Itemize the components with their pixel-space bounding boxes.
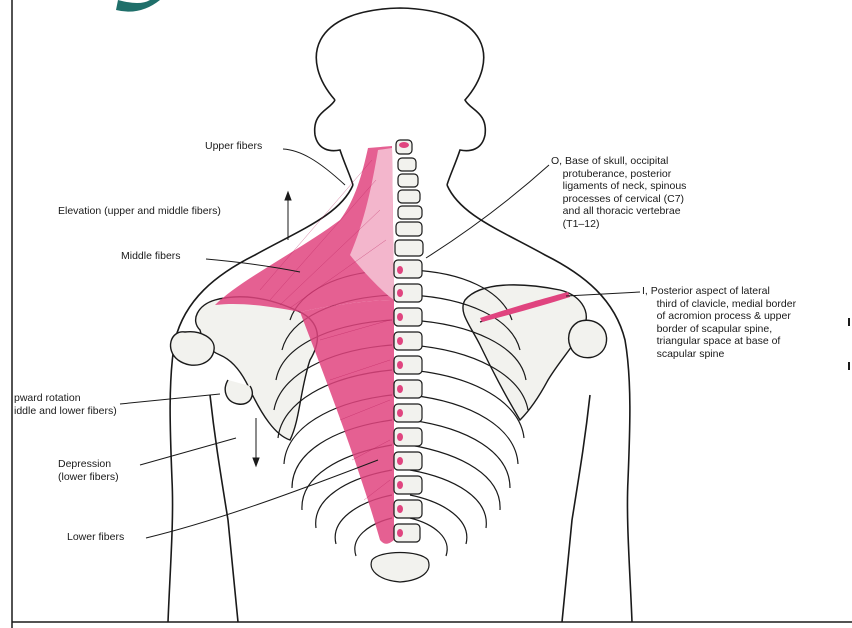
label-origin: O, Base of skull, occipital protuberance… [551,155,686,230]
label-middle-fibers: Middle fibers [121,250,181,263]
label-depression: Depression (lower fibers) [58,458,119,483]
edge-marks [848,318,850,370]
left-scapula [171,297,318,440]
label-elevation: Elevation (upper and middle fibers) [58,205,221,218]
leader-lower-fibers [146,460,378,538]
leader-origin [426,165,549,258]
label-insertion: I, Posterior aspect of lateral third of … [642,285,796,360]
leader-insertion [566,292,640,296]
leader-upper-fibers [283,149,345,185]
label-upward-rotation: pward rotation iddle and lower fibers) [14,392,117,417]
label-upper-fibers: Upper fibers [205,140,262,153]
elevation-arrowhead-icon [285,192,291,200]
depression-arrowhead-icon [253,458,259,466]
decorative-swoosh [116,0,160,12]
label-lower-fibers: Lower fibers [67,531,124,544]
trapezius-lower [300,300,394,544]
leader-depression [140,438,236,465]
